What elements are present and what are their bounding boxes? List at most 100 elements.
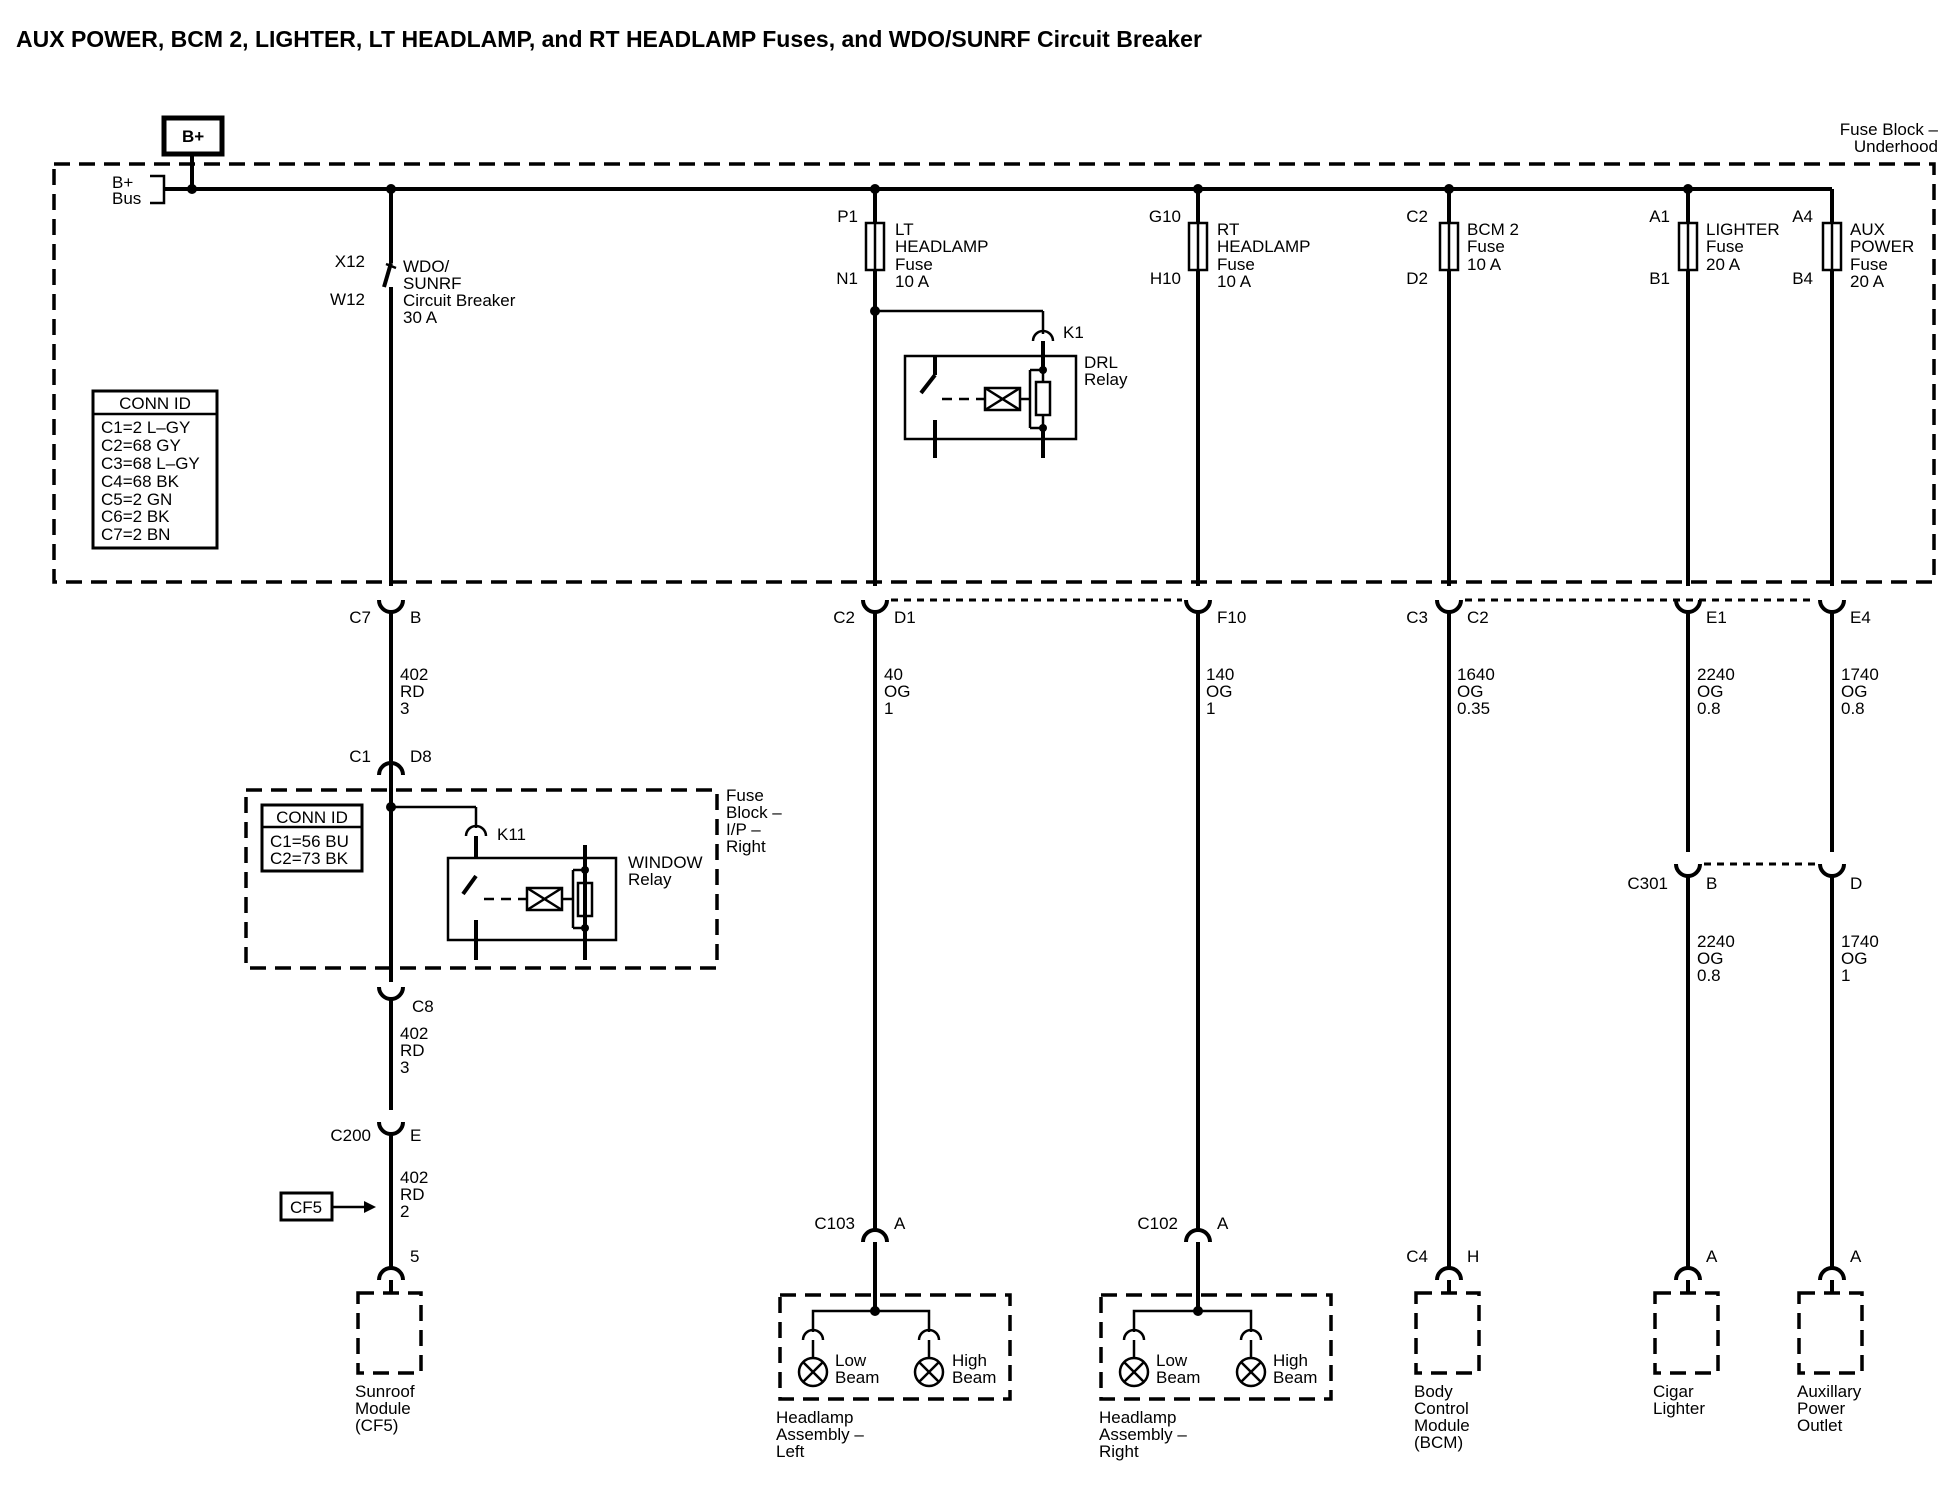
underhood-label-2: Underhood — [1854, 137, 1938, 156]
aux-pin: A — [1850, 1247, 1862, 1266]
ip-conn-id-line: C1=56 BU — [270, 832, 349, 851]
hl-left-low-label: Beam — [835, 1368, 879, 1387]
bus-label-1: B+ — [112, 173, 133, 192]
bus-bracket — [150, 174, 166, 205]
c103-arc — [861, 1228, 889, 1243]
sunroof-module-name: (CF5) — [355, 1416, 398, 1435]
fuse-aux-label: AUX — [1850, 220, 1885, 239]
fuse-bcm2-symbol — [1438, 189, 1460, 586]
ip-bottom-conn: C8 — [412, 997, 434, 1016]
bcm-name: (BCM) — [1414, 1433, 1463, 1452]
wire-label: 1740 — [1841, 665, 1879, 684]
ip-c1-arc — [377, 761, 405, 776]
fuse-aux-power-symbol — [1821, 189, 1843, 586]
lighter-conn-arc — [1674, 1266, 1702, 1281]
wire-label: 1740 — [1841, 932, 1879, 951]
circuit-breaker-contact — [385, 262, 397, 270]
ip-block-label: Fuse — [726, 786, 764, 805]
c102-arc — [1184, 1228, 1212, 1243]
fuse-lighter-label: LIGHTER — [1706, 220, 1780, 239]
drl-relay-label: Relay — [1084, 370, 1128, 389]
c103-conn: C103 — [814, 1214, 855, 1233]
cb-label: 30 A — [403, 308, 438, 327]
fuse-lt-bottom-pin: N1 — [836, 269, 858, 288]
wire-label: 2240 — [1697, 932, 1735, 951]
drl-relay-pin: K1 — [1063, 323, 1084, 342]
hl-left-low-arc — [801, 1328, 825, 1341]
circuit-geometry — [52, 115, 1936, 1401]
wire-label: 1 — [1841, 966, 1850, 985]
hl-left-high-lamp-icon — [913, 1340, 945, 1388]
hl-left-high-arc — [917, 1328, 941, 1341]
fuse-bcm-label: 10 A — [1467, 255, 1502, 274]
hl-right-name: Assembly – — [1099, 1425, 1187, 1444]
wire-label: 402 — [400, 1168, 428, 1187]
fuse-lt-label: Fuse — [895, 255, 933, 274]
conn-e4-pin: E4 — [1850, 608, 1871, 627]
bcm-box — [1414, 1291, 1481, 1375]
wire-label: 0.8 — [1841, 699, 1865, 718]
c103-pin: A — [894, 1214, 906, 1233]
fuse-rt-label: RT — [1217, 220, 1239, 239]
fuse-lt-label: HEADLAMP — [895, 237, 989, 256]
ip-conn-id-line: C2=73 BK — [270, 849, 349, 868]
conn-id-line: C7=2 BN — [101, 525, 170, 544]
conn-c3-pin: C2 — [1467, 608, 1489, 627]
wire-label: 0.35 — [1457, 699, 1490, 718]
fuse-lt-top-pin: P1 — [837, 207, 858, 226]
wire-label: 402 — [400, 665, 428, 684]
wire-label: 1640 — [1457, 665, 1495, 684]
wire-label: OG — [1697, 682, 1723, 701]
hl-right-name: Right — [1099, 1442, 1139, 1461]
hl-right-low-arc — [1122, 1328, 1146, 1341]
wire-label: RD — [400, 1185, 425, 1204]
ip-top-conn: C1 — [349, 747, 371, 766]
cb-top-pin: X12 — [335, 252, 365, 271]
fuse-lighter-symbol — [1677, 189, 1699, 586]
fuse-lt-label: LT — [895, 220, 914, 239]
cf5-ref-label: CF5 — [290, 1198, 322, 1217]
hl-left-name: Assembly – — [776, 1425, 864, 1444]
wire-label: 3 — [400, 699, 409, 718]
fuse-lighter-top-pin: A1 — [1649, 207, 1670, 226]
conn-e1-pin: E1 — [1706, 608, 1727, 627]
lighter-name: Cigar — [1653, 1382, 1694, 1401]
cb-label: WDO/ — [403, 257, 450, 276]
c301-pin-right: D — [1850, 874, 1862, 893]
hl-right-box — [1099, 1293, 1333, 1401]
fuse-lighter-label: Fuse — [1706, 237, 1744, 256]
hl-left-high-label: Beam — [952, 1368, 996, 1387]
bcm-pin: H — [1467, 1247, 1479, 1266]
ip-block-label: Right — [726, 837, 766, 856]
ip-fuse-block-boundary — [244, 788, 719, 970]
fuse-lighter-label: 20 A — [1706, 255, 1741, 274]
wire-label: RD — [400, 1041, 425, 1060]
wire-label: OG — [1457, 682, 1483, 701]
sunroof-module-box — [356, 1291, 423, 1375]
fuse-rt-label: HEADLAMP — [1217, 237, 1311, 256]
hl-right-high-label: High — [1273, 1351, 1308, 1370]
conn-c3-label: C3 — [1406, 608, 1428, 627]
underhood-connector-arcs — [377, 598, 1846, 614]
fuse-bcm-label: Fuse — [1467, 237, 1505, 256]
drl-relay-label: DRL — [1084, 353, 1118, 372]
fuse-bcm-top-pin: C2 — [1406, 207, 1428, 226]
hl-right-low-label: Beam — [1156, 1368, 1200, 1387]
wire-label: OG — [1841, 682, 1867, 701]
conn-c2-label: C2 — [833, 608, 855, 627]
wire-label: 40 — [884, 665, 903, 684]
wire-label: OG — [884, 682, 910, 701]
bcm-conn: C4 — [1406, 1247, 1428, 1266]
fuse-aux-bottom-pin: B4 — [1792, 269, 1813, 288]
conn-id-line: C6=2 BK — [101, 507, 170, 526]
wire-label: 140 — [1206, 665, 1234, 684]
conn-c2-pin: D1 — [894, 608, 916, 627]
aux-conn-arc — [1818, 1266, 1846, 1281]
bcm-name: Module — [1414, 1416, 1470, 1435]
fuse-aux-label: Fuse — [1850, 255, 1888, 274]
sunroof-pin: 5 — [410, 1247, 419, 1266]
wire-label: 402 — [400, 1024, 428, 1043]
hl-right-branch — [1132, 1309, 1253, 1332]
power-source-label: B+ — [182, 127, 204, 146]
c200-pin: E — [410, 1126, 421, 1145]
